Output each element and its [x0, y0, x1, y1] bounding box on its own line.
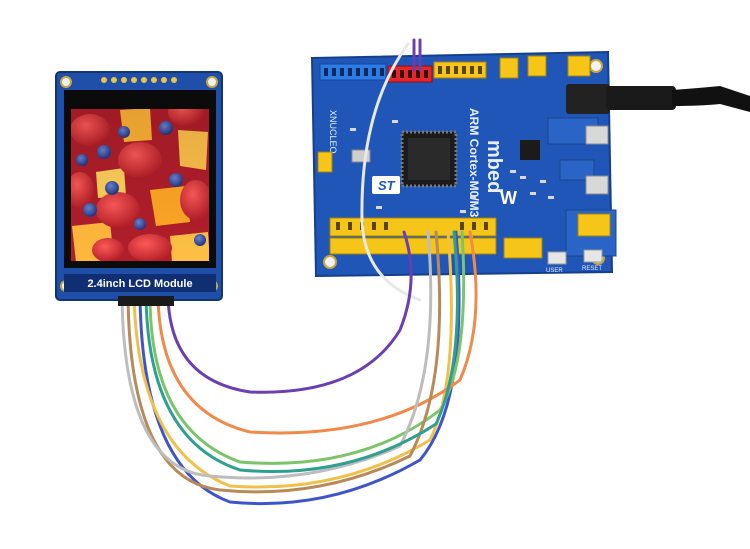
dev-board: ARM Cortex-M0/M3/M4 mbed XNUCLEO ST W [310, 50, 750, 278]
wire-orange [156, 230, 478, 435]
reset-button [583, 249, 603, 263]
top-pin-header-yellow [433, 61, 487, 79]
user-button [547, 251, 567, 265]
wire-green [148, 230, 466, 465]
top-pin-header-red [387, 65, 433, 83]
reset-label: RESET [582, 266, 602, 272]
power-jack [566, 84, 750, 114]
lcd-module: 2.4inch LCD Module [55, 71, 223, 306]
mcu-chip [400, 130, 458, 188]
top-pin-header-blue [319, 63, 387, 81]
jumper-blocks [499, 55, 591, 79]
wire-brown [126, 230, 442, 494]
waveshare-logo-text: W [500, 188, 517, 208]
lcd-label-strip [64, 274, 216, 292]
wire-grey [120, 230, 433, 480]
lcd-screen-image [71, 109, 209, 261]
lcd-module-label: 2.4inch LCD Module [87, 278, 192, 290]
xnucleo-text: XNUCLEO [328, 110, 338, 154]
lcd-top-pins [101, 77, 177, 83]
wire-yellow [132, 230, 453, 489]
board-title-text: ARM Cortex-M0/M3/M4 [467, 108, 481, 238]
wire-purple [166, 230, 413, 394]
jumper-wires [120, 38, 478, 506]
st-logo-text: ST [378, 178, 396, 193]
mbed-logo-text: mbed [483, 140, 505, 193]
wire-white [360, 42, 422, 302]
wire-teal [144, 230, 459, 473]
left-jumper [317, 151, 333, 173]
waveshare-logo: W [500, 188, 517, 208]
st-logo: ST [372, 176, 400, 194]
lcd-bottom-connector [118, 296, 174, 306]
user-label: USER [546, 268, 563, 274]
